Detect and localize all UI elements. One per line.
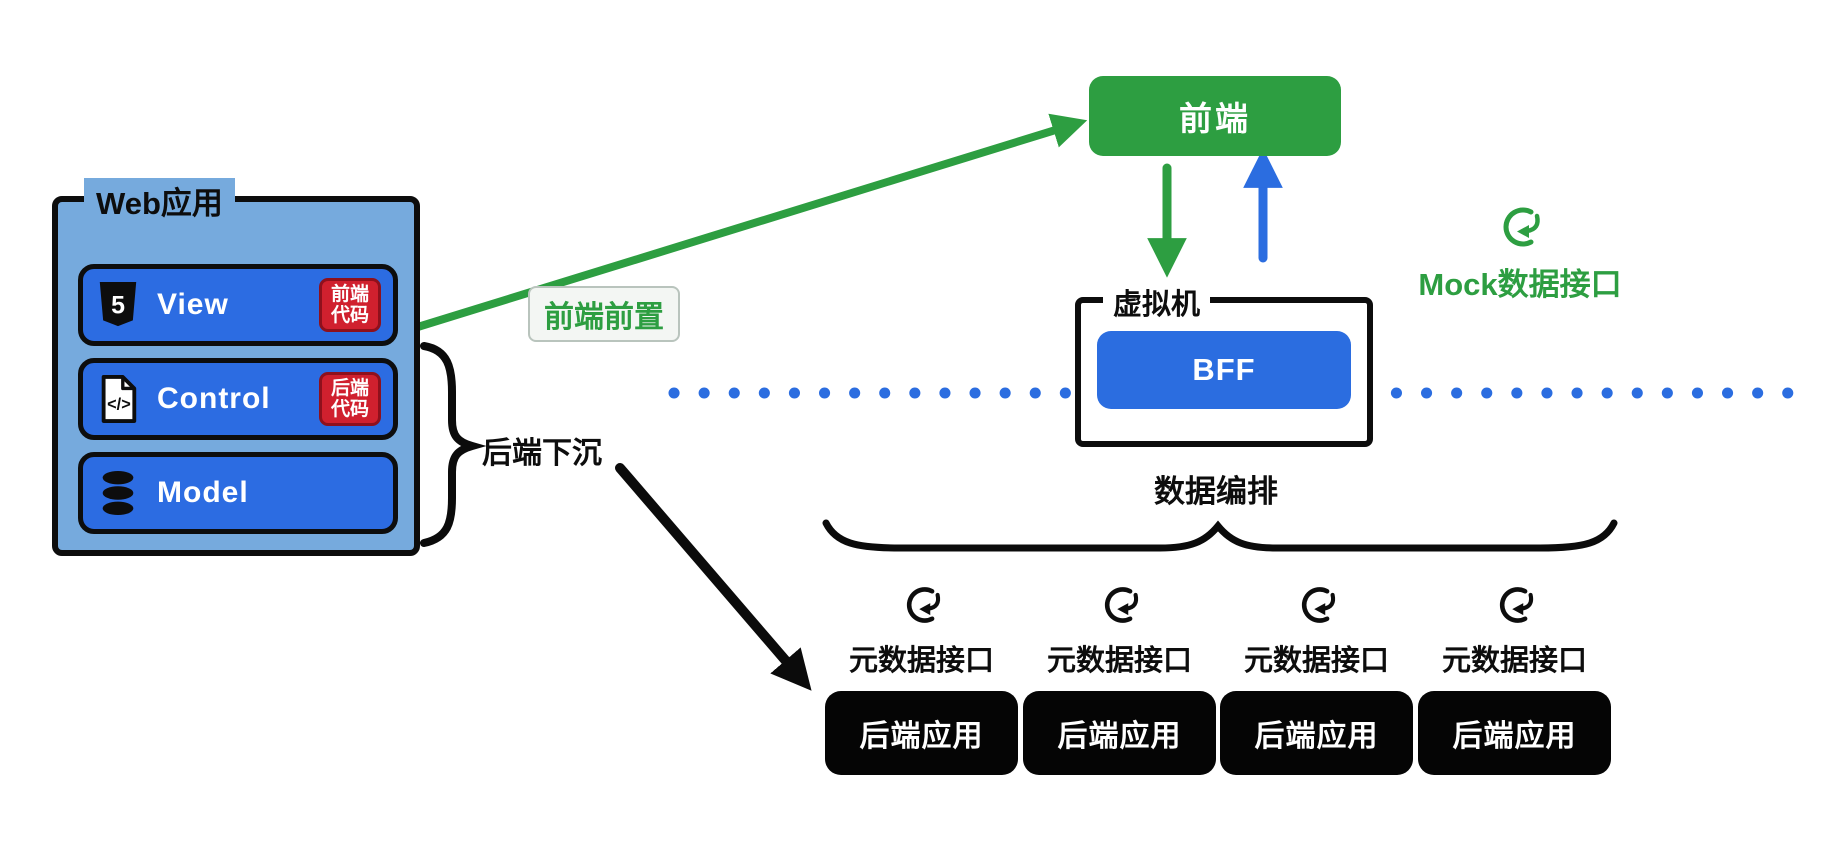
database-icon	[95, 468, 141, 518]
web-app-title: Web应用	[84, 178, 235, 223]
html5-icon	[95, 280, 141, 330]
frontend-forward-label: 前端前置	[528, 286, 680, 342]
backend-sink-brace	[420, 342, 487, 547]
badge-line: 后端	[330, 377, 369, 399]
backend-group: 元数据接口 后端应用	[1023, 583, 1216, 775]
metadata-api-label: 元数据接口	[848, 645, 994, 677]
bff-node: BFF	[1097, 331, 1351, 409]
metadata-api-label: 元数据接口	[1046, 645, 1192, 677]
mock-api-label: Mock数据接口	[1418, 267, 1622, 302]
badge-line: 代码	[330, 399, 369, 420]
mock-api-icon	[1496, 203, 1544, 251]
metadata-api-label: 元数据接口	[1441, 645, 1587, 677]
api-icon	[900, 583, 944, 627]
metadata-api-label: 元数据接口	[1243, 645, 1389, 677]
frontend-node: 前端	[1089, 76, 1341, 156]
layer-label: View	[157, 288, 229, 321]
api-icon	[1098, 583, 1142, 627]
badge-line: 前端	[330, 283, 369, 305]
layer-model: Model	[78, 452, 398, 534]
mock-api-block: Mock数据接口	[1404, 203, 1636, 304]
api-icon	[1493, 583, 1537, 627]
code-file-icon	[95, 374, 141, 424]
backend-group: 元数据接口 后端应用	[1418, 583, 1611, 775]
backend-sink-label: 后端下沉	[482, 437, 602, 470]
orchestration-brace	[822, 519, 1618, 552]
vm-box: 虚拟机 BFF	[1075, 281, 1373, 447]
data-orchestration-label: 数据编排	[1154, 474, 1278, 509]
web-app-box: Web应用 View 前端 代码 Control 后端 代码 Model	[52, 178, 420, 556]
backend-group: 元数据接口 后端应用	[1220, 583, 1413, 775]
backend-app-node: 后端应用	[1023, 691, 1216, 775]
backend-sink-arrow	[615, 463, 812, 691]
vm-title: 虚拟机	[1103, 281, 1211, 323]
backend-app-node: 后端应用	[1418, 691, 1611, 775]
layer-view: View 前端 代码	[78, 264, 398, 346]
layer-label: Model	[157, 476, 249, 509]
frontend-code-badge: 前端 代码	[318, 277, 381, 333]
layer-control: Control 后端 代码	[78, 358, 398, 440]
badge-line: 代码	[330, 305, 369, 326]
backend-app-node: 后端应用	[1220, 691, 1413, 775]
backend-app-node: 后端应用	[825, 691, 1018, 775]
backend-group: 元数据接口 后端应用	[825, 583, 1018, 775]
backend-code-badge: 后端 代码	[318, 371, 381, 427]
frontend-forward-arrow	[404, 113, 1088, 334]
layer-label: Control	[157, 382, 271, 415]
api-icon	[1295, 583, 1339, 627]
